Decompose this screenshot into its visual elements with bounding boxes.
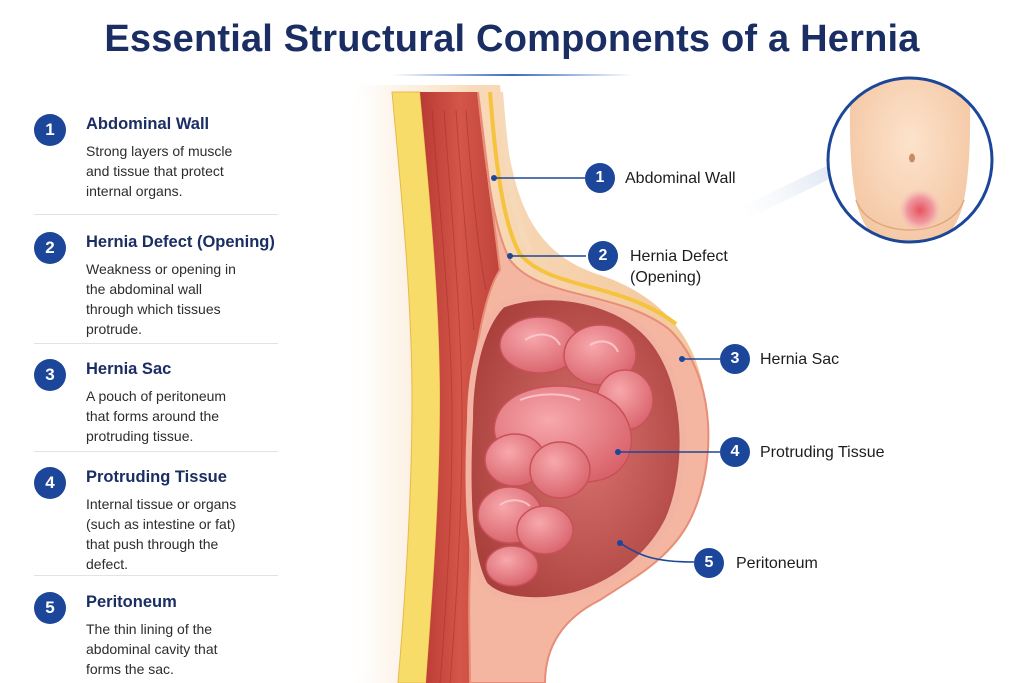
number-badge: 2 — [34, 232, 66, 264]
navel — [909, 153, 915, 163]
page-title: Essential Structural Components of a Her… — [104, 18, 920, 60]
hernia-bulge — [898, 188, 942, 232]
inset-body-view — [826, 76, 994, 244]
legend-description: Weakness or opening in the abdominal wal… — [86, 261, 236, 337]
legend-heading: Peritoneum — [86, 593, 177, 611]
callout-label-protruding-tissue: Protruding Tissue — [760, 444, 885, 461]
legend-heading: Hernia Defect (Opening) — [86, 233, 275, 251]
callout-badge-hernia-sac: 3 — [720, 344, 750, 374]
callout-badge-abdominal-wall: 1 — [585, 163, 615, 193]
legend-heading: Protruding Tissue — [86, 468, 227, 486]
callout-label-abdominal-wall: Abdominal Wall — [625, 170, 736, 187]
callout-badge-hernia-defect: 2 — [588, 241, 618, 271]
abdominal-muscle-layer — [420, 92, 500, 683]
inset-zoom-beam — [725, 150, 860, 230]
subcutaneous-fat-layer — [391, 91, 441, 683]
legend-description: Internal tissue or organs (such as intes… — [86, 496, 237, 572]
legend-divider — [34, 214, 278, 215]
number-badge: 4 — [34, 467, 66, 499]
legend-divider — [34, 343, 278, 344]
legend-description: The thin lining of the abdominal cavity … — [86, 621, 218, 677]
callout-label-peritoneum: Peritoneum — [736, 555, 818, 572]
fascia-line — [497, 91, 533, 252]
callout-badge-peritoneum: 5 — [694, 548, 724, 578]
fascia-line — [488, 91, 678, 326]
number-badge: 3 — [34, 359, 66, 391]
callout-anchor-dots — [491, 175, 685, 546]
intestine-loops — [477, 316, 654, 587]
title-underline — [392, 74, 632, 76]
callout-label-hernia-sac: Hernia Sac — [760, 351, 840, 368]
number-badge: 1 — [34, 114, 66, 146]
legend-description: Strong layers of muscle and tissue that … — [86, 143, 233, 199]
callout-label-hernia-defect: Hernia Defect (Opening) — [630, 248, 728, 286]
muscle-fibers — [431, 109, 487, 683]
legend-divider — [34, 451, 278, 452]
legend-divider — [34, 575, 278, 576]
number-badge: 5 — [34, 592, 66, 624]
legend-description: A pouch of peritoneum that forms around … — [86, 388, 227, 444]
callout-badge-protruding-tissue: 4 — [720, 437, 750, 467]
legend-heading: Abdominal Wall — [86, 115, 210, 133]
callout-leader-lines — [494, 177, 720, 563]
legend-heading: Hernia Sac — [86, 360, 172, 378]
